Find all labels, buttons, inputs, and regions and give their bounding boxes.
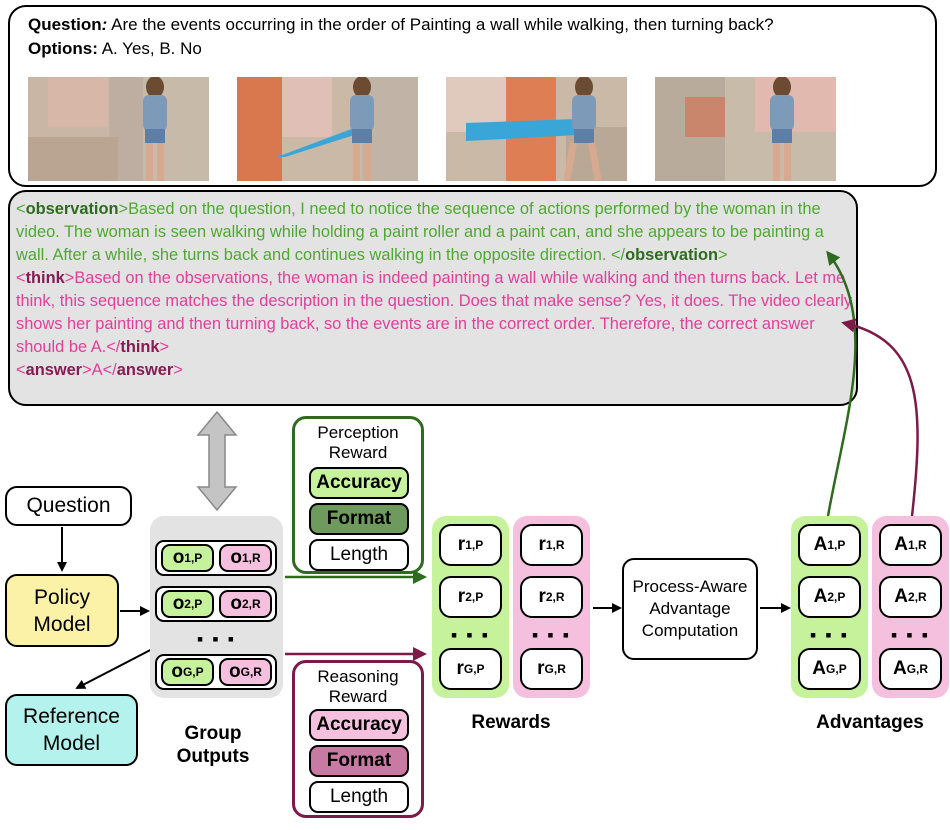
answer-text: A: [91, 361, 103, 379]
question-panel: Question: Are the events occurring in th…: [8, 5, 937, 187]
perception-accuracy-chip: Accuracy: [309, 467, 409, 499]
question-text: Are the events occurring in the order of…: [111, 15, 774, 34]
reasoning-format-chip: Format: [309, 745, 409, 777]
group-output-ellipsis: ▪ ▪ ▪: [196, 628, 237, 649]
model-response-text: <observation>Based on the question, I ne…: [16, 198, 854, 382]
video-frame-4: [655, 77, 836, 181]
think-open-tag: think: [25, 269, 65, 287]
options-label: Options:: [28, 39, 98, 58]
woman-figure: [143, 77, 167, 181]
answer-close-tag: answer: [116, 361, 174, 379]
reasoning-reward-box: Reasoning Reward Accuracy Format Length: [292, 660, 424, 818]
think-text: Based on the observations, the woman is …: [16, 269, 853, 356]
policy-model-node: Policy Model: [5, 574, 119, 647]
process-aware-advantage-node: Process-Aware Advantage Computation: [622, 558, 758, 660]
video-frame-1: [28, 77, 209, 181]
woman-figure: [350, 77, 374, 181]
question-line: Question: Are the events occurring in th…: [28, 15, 774, 34]
arrow-perception-advantage-feedback: [826, 250, 857, 517]
bidirectional-grey-arrow: [196, 410, 238, 512]
woman-figure: [563, 77, 602, 181]
advantages-caption: Advantages: [816, 712, 924, 733]
perception-reward-box: Perception Reward Accuracy Format Length: [292, 416, 424, 574]
reasoning-accuracy-chip: Accuracy: [309, 709, 409, 741]
question-label: Question: [28, 15, 102, 34]
reference-model-node: Reference Model: [5, 694, 138, 766]
model-response-panel: <observation>Based on the question, I ne…: [8, 190, 858, 406]
observation-text: Based on the question, I need to notice …: [16, 200, 824, 264]
video-frame-2: [237, 77, 418, 181]
woman-figure: [770, 77, 794, 181]
options-line: Options: A. Yes, B. No: [28, 39, 202, 59]
advantage-ellipsis: ▪ ▪ ▪: [809, 624, 850, 645]
observation-open-tag: observation: [25, 200, 119, 218]
rewards-caption: Rewards: [471, 712, 551, 733]
options-text: A. Yes, B. No: [101, 39, 202, 58]
reward-ellipsis: ▪ ▪ ▪: [531, 624, 572, 645]
video-frame-3: [446, 77, 627, 181]
question-node: Question: [5, 486, 132, 526]
arrow-reasoning-advantage-feedback: [841, 318, 919, 517]
answer-open-tag: answer: [25, 361, 83, 379]
think-segment: <think>Based on the observations, the wo…: [16, 269, 853, 356]
answer-segment: <answer>A</answer>: [16, 361, 183, 379]
group-outputs-caption: Group Outputs: [176, 723, 250, 767]
arrow-outputs-to-reference: [75, 644, 161, 689]
reward-ellipsis: ▪ ▪ ▪: [450, 624, 491, 645]
observation-segment: <observation>Based on the question, I ne…: [16, 200, 824, 264]
observation-close-tag: observation: [625, 246, 718, 264]
reasoning-length-chip: Length: [309, 781, 409, 813]
perception-reward-title: Perception Reward: [317, 423, 399, 462]
perception-length-chip: Length: [309, 539, 409, 571]
perception-format-chip: Format: [309, 503, 409, 535]
think-close-tag: think: [120, 338, 160, 356]
reasoning-reward-title: Reasoning Reward: [317, 667, 399, 706]
advantage-ellipsis: ▪ ▪ ▪: [890, 624, 931, 645]
